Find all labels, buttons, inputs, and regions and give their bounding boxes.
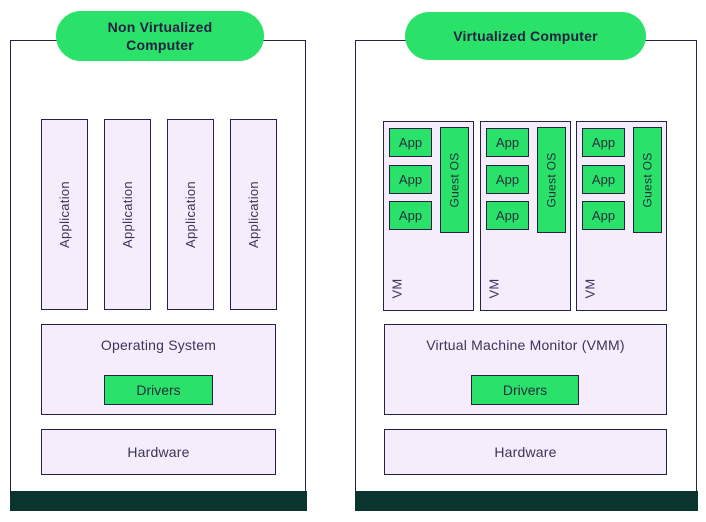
app-box: App xyxy=(486,128,529,157)
drivers-box: Drivers xyxy=(471,375,579,405)
hardware-box: Hardware xyxy=(41,429,276,475)
vm-label: VM xyxy=(486,278,502,299)
guest-os-box: Guest OS xyxy=(537,127,566,233)
app-label: App xyxy=(495,135,520,150)
hardware-label: Hardware xyxy=(127,444,190,460)
application-box: Application xyxy=(167,119,214,310)
operating-system-label: Operating System xyxy=(100,337,217,353)
app-box: App xyxy=(389,128,432,157)
app-label: App xyxy=(591,172,616,187)
app-label: App xyxy=(398,208,423,223)
app-box: App xyxy=(486,165,529,194)
base-bar xyxy=(9,490,307,511)
hardware-label: Hardware xyxy=(494,444,557,460)
non-virtualized-panel: Application Application Application Appl… xyxy=(9,40,307,511)
guest-os-box: Guest OS xyxy=(633,127,662,233)
application-box: Application xyxy=(104,119,151,310)
app-box: App xyxy=(389,165,432,194)
app-box: App xyxy=(389,201,432,230)
application-label: Application xyxy=(246,181,261,248)
app-box: App xyxy=(582,201,625,230)
app-label: App xyxy=(398,172,423,187)
guest-os-label: Guest OS xyxy=(640,152,655,208)
vm-box: App App App Guest OS VM xyxy=(576,121,667,311)
guest-os-box: Guest OS xyxy=(440,127,469,233)
virtualized-panel: App App App Guest OS VM App App App xyxy=(354,40,698,511)
app-label: App xyxy=(591,208,616,223)
app-box: App xyxy=(582,128,625,157)
virtualized-title-pill: Virtualized Computer xyxy=(405,12,646,60)
vm-box: App App App Guest OS VM xyxy=(383,121,474,311)
vmm-label: Virtual Machine Monitor (VMM) xyxy=(426,337,625,353)
guest-os-label: Guest OS xyxy=(544,152,559,208)
hardware-box: Hardware xyxy=(384,429,667,475)
vm-label: VM xyxy=(389,278,405,299)
application-label: Application xyxy=(120,181,135,248)
app-label: App xyxy=(591,135,616,150)
app-label: App xyxy=(495,208,520,223)
app-label: App xyxy=(495,172,520,187)
app-box: App xyxy=(582,165,625,194)
app-label: App xyxy=(398,135,423,150)
drivers-label: Drivers xyxy=(136,382,181,398)
app-box: App xyxy=(486,201,529,230)
application-box: Application xyxy=(230,119,277,310)
application-label: Application xyxy=(183,181,198,248)
drivers-box: Drivers xyxy=(104,375,213,405)
guest-os-label: Guest OS xyxy=(447,152,462,208)
non-virtualized-title: Non Virtualized Computer xyxy=(107,18,213,53)
base-bar xyxy=(354,490,698,511)
application-label: Application xyxy=(57,181,72,248)
drivers-label: Drivers xyxy=(502,382,548,398)
vm-box: App App App Guest OS VM xyxy=(480,121,571,311)
virtualized-title: Virtualized Computer xyxy=(453,27,598,44)
vm-label: VM xyxy=(582,278,598,299)
application-box: Application xyxy=(41,119,88,310)
non-virtualized-title-pill: Non Virtualized Computer xyxy=(56,11,264,61)
